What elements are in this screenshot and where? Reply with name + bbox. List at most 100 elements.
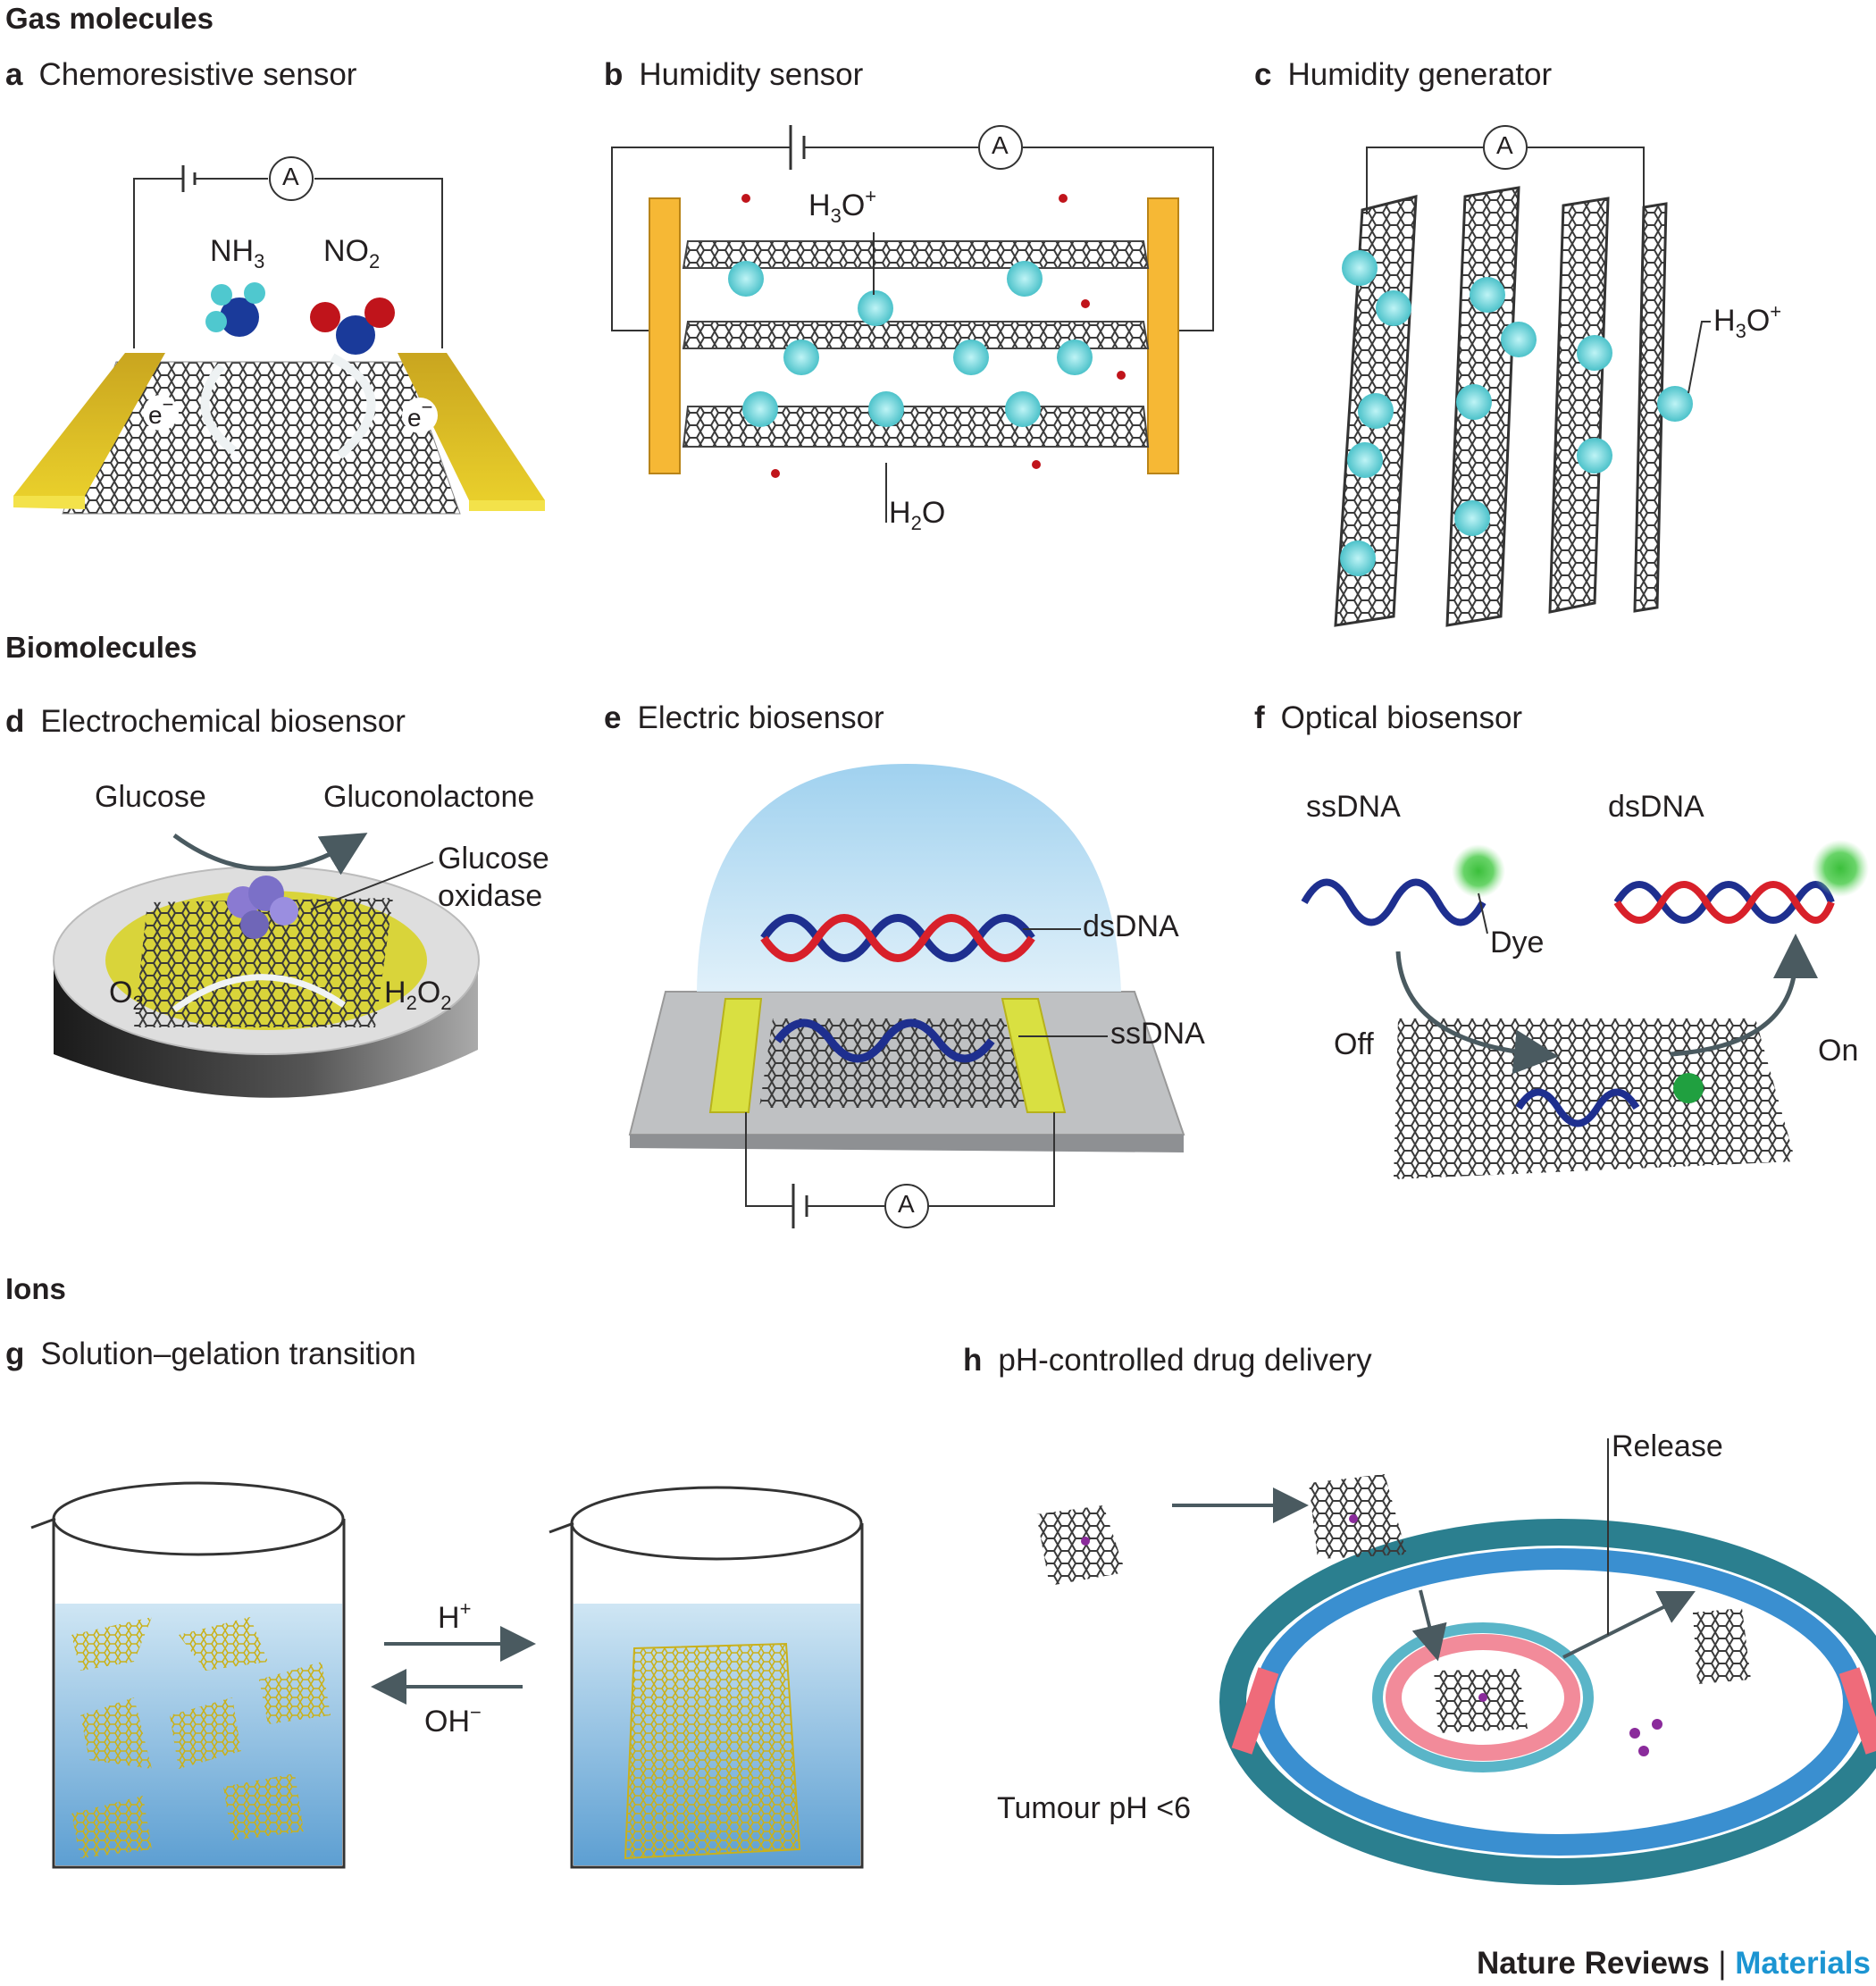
panel-e-ammeter-icon <box>884 1184 929 1228</box>
panel-a-right-electrode <box>398 353 545 500</box>
panel-d-diagram <box>53 833 480 1098</box>
panel-c-graphene-stack-3 <box>1548 197 1610 614</box>
panel-h-graphene-carrier-released <box>1693 1608 1751 1684</box>
panel-c-ammeter-label: A <box>1496 131 1513 159</box>
panel-h-graphene-carrier-free <box>1036 1505 1126 1586</box>
panel-g-graphene-flake <box>223 1773 304 1840</box>
panel-b-h2o-sub: 2 <box>910 512 922 534</box>
panel-f-dye-icon <box>1452 844 1505 898</box>
panel-f-title-text: Optical biosensor <box>1280 700 1523 735</box>
panel-g-title-text: Solution–gelation transition <box>40 1337 416 1371</box>
panel-e-ssdna-strand <box>774 1018 995 1063</box>
panel-d-glucose-oxidase-label-line2: oxidase <box>438 879 543 913</box>
panel-c-hydronium-icon <box>1657 386 1693 422</box>
panel-b-ammeter-icon <box>978 125 1023 170</box>
panel-e-ammeter-label: A <box>898 1190 915 1218</box>
panel-g-h-plus-text: H <box>438 1601 460 1635</box>
panel-b-hydronium-icon <box>1007 261 1043 297</box>
panel-e-dsdna-strand-red <box>760 914 1035 962</box>
panel-g-graphene-gel-network <box>624 1642 801 1860</box>
panel-h-cell-membrane-inner <box>1253 1548 1864 1856</box>
panel-b-hydronium-icon <box>742 391 778 427</box>
panel-g-oh-minus-text: OH <box>424 1705 470 1739</box>
panel-a-electron-right-text: e <box>407 404 422 432</box>
panel-f-on-arrow <box>1670 934 1818 1057</box>
panel-d-gluconolactone-label: Gluconolactone <box>323 780 535 814</box>
panel-b-hydronium-icon <box>1057 339 1093 375</box>
panel-a-right-electrode-edge <box>469 500 545 511</box>
panel-a-electron-left-icon <box>143 395 179 431</box>
panel-c-title-text: Humidity generator <box>1287 57 1553 92</box>
panel-f-dye-label: Dye <box>1490 926 1545 959</box>
panel-d-o2-arrow <box>172 974 346 1012</box>
panel-e-drain-electrode <box>1001 998 1067 1113</box>
panel-a-letter: a <box>5 57 23 92</box>
panel-b-h3o-sup: + <box>865 185 877 207</box>
panel-b-ammeter-label: A <box>992 131 1009 159</box>
panel-b-water-icon <box>1117 371 1126 380</box>
panel-b-water-icon <box>1059 194 1068 203</box>
panel-c-hydronium-icon <box>1501 322 1537 357</box>
panel-f-ssdna-strand <box>1301 878 1487 926</box>
panel-c-hydronium-icon <box>1376 290 1411 326</box>
panel-b-title-text: Humidity sensor <box>639 57 864 92</box>
panel-h-released-drug-icon <box>1652 1719 1662 1730</box>
panel-a-nh3-text: NH <box>210 234 255 268</box>
panel-c-hydronium-icon <box>1577 438 1612 473</box>
panel-h-membrane-acidic-region-left <box>1231 1667 1279 1755</box>
panel-g-beaker-right-spout <box>549 1521 574 1534</box>
panel-e-source-electrode <box>708 998 763 1113</box>
panel-h-released-drug-icon <box>1638 1746 1649 1756</box>
panel-e-diagram <box>628 764 1185 1228</box>
panel-a-right-electron-arrow <box>330 353 376 459</box>
panel-a-diagram <box>13 156 545 515</box>
panel-b-h3o-sub: 3 <box>830 205 842 227</box>
panel-f-off-label: Off <box>1334 1027 1374 1061</box>
panel-d-title-text: Electrochemical biosensor <box>40 704 406 739</box>
panel-f-graphene-oxide-sheet <box>1394 1018 1796 1179</box>
panel-f-quenched-dye-icon <box>1673 1073 1704 1103</box>
panel-b-hydronium-icon <box>1005 391 1041 427</box>
panel-c-circuit-wire <box>1366 147 1645 214</box>
section-heading-gas: Gas molecules <box>5 2 214 35</box>
panel-b-hydronium-icon <box>868 391 904 427</box>
panel-d-h2o2-h: H <box>384 976 406 1010</box>
panel-g-beaker-left-rim <box>52 1481 345 1556</box>
panel-h-drug-icon <box>1349 1514 1358 1523</box>
panel-c-hydronium-icon <box>1347 442 1383 478</box>
panel-b-h3o-h: H <box>808 189 831 222</box>
panel-b-water-icon <box>771 469 780 478</box>
panel-f-dye-leader <box>1478 892 1488 934</box>
panel-a-left-electrode <box>13 353 165 496</box>
panel-a-no2-label: NO2 <box>323 234 380 273</box>
panel-h-endosome-inner <box>1386 1634 1580 1761</box>
panel-c-hydronium-icon <box>1340 540 1376 576</box>
panel-g-oh-minus-label: OH− <box>424 1701 482 1739</box>
panel-b-water-icon <box>741 194 750 203</box>
panel-d-o2-label: O2 <box>109 976 144 1015</box>
panel-c-hydronium-icon <box>1342 250 1378 286</box>
panel-g-h-plus-label: H+ <box>438 1597 471 1636</box>
panel-f-adsorbed-ssdna <box>1515 1088 1640 1127</box>
panel-g-graphene-flake <box>179 1617 268 1671</box>
panel-b-hydronium-icon <box>728 261 764 297</box>
panel-c-diagram <box>1334 125 1711 627</box>
panel-a-electron-left-sup: − <box>162 393 174 415</box>
panel-d-glucose-oxidase-label-line1: Glucose <box>438 842 549 876</box>
panel-g-beaker-left-spout <box>30 1517 56 1529</box>
credit-subject: Materials <box>1735 1946 1871 1981</box>
panel-c-ammeter-icon <box>1483 125 1528 170</box>
panel-c-hydronium-icon <box>1470 277 1505 313</box>
panel-h-release-label: Release <box>1612 1429 1723 1463</box>
panel-h-released-drug-icon <box>1629 1728 1640 1739</box>
panel-d-h2o2-sub1: 2 <box>406 992 417 1014</box>
panel-h-endocytosis-arrow <box>1411 1589 1447 1662</box>
panel-c-h3o-sub: 3 <box>1735 320 1746 342</box>
panel-c-h3o-o: O <box>1746 304 1771 338</box>
